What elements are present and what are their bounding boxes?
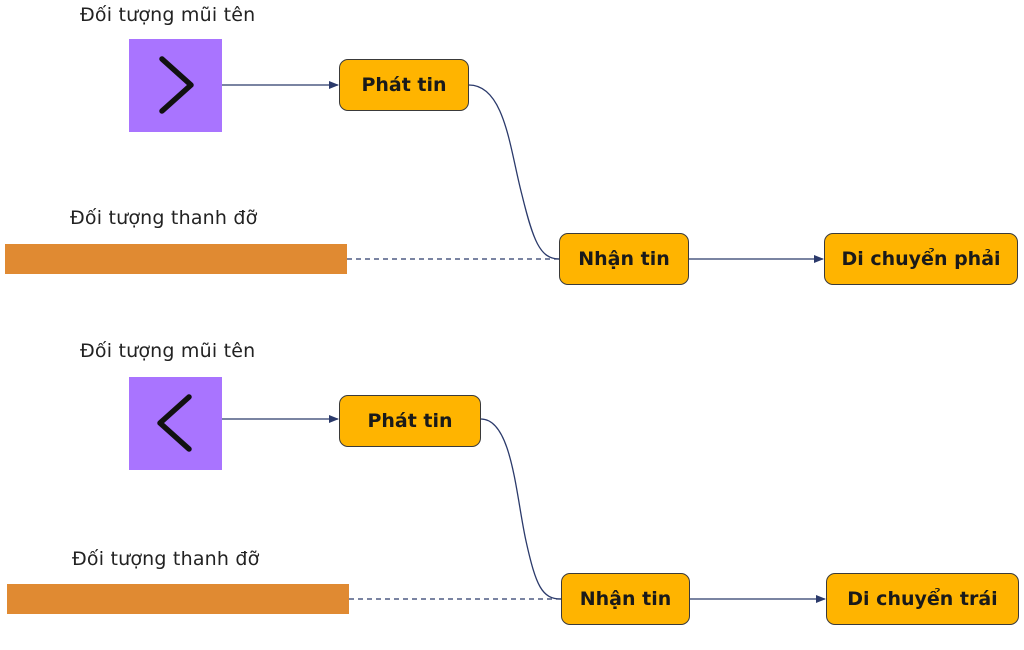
action-node-move-left: Di chuyển trái xyxy=(826,573,1019,625)
arrow-object-label: Đối tượng mũi tên xyxy=(80,4,256,26)
arrow-object xyxy=(129,39,222,132)
paddle-object-label: Đối tượng thanh đỡ xyxy=(72,548,260,570)
paddle-object xyxy=(5,244,347,274)
paddle-object-label: Đối tượng thanh đỡ xyxy=(70,207,258,229)
arrow-object-label: Đối tượng mũi tên xyxy=(80,340,256,362)
connector-broadcast-to-receive xyxy=(480,418,562,600)
broadcast-node: Phát tin xyxy=(339,395,481,447)
connector-broadcast-to-receive xyxy=(468,84,560,260)
action-node-move-right: Di chuyển phải xyxy=(824,233,1018,285)
paddle-object xyxy=(7,584,349,614)
receive-node: Nhận tin xyxy=(559,233,689,285)
diagram-move-left: Đối tượng mũi tên Đối tượng thanh đỡ Phá… xyxy=(0,336,1024,650)
diagram-move-right: Đối tượng mũi tên Đối tượng thanh đỡ Phá… xyxy=(0,0,1024,314)
chevron-right-icon xyxy=(159,56,194,114)
arrow-object xyxy=(129,377,222,470)
broadcast-node: Phát tin xyxy=(339,59,469,111)
receive-node: Nhận tin xyxy=(561,573,690,625)
chevron-left-icon xyxy=(157,394,192,452)
